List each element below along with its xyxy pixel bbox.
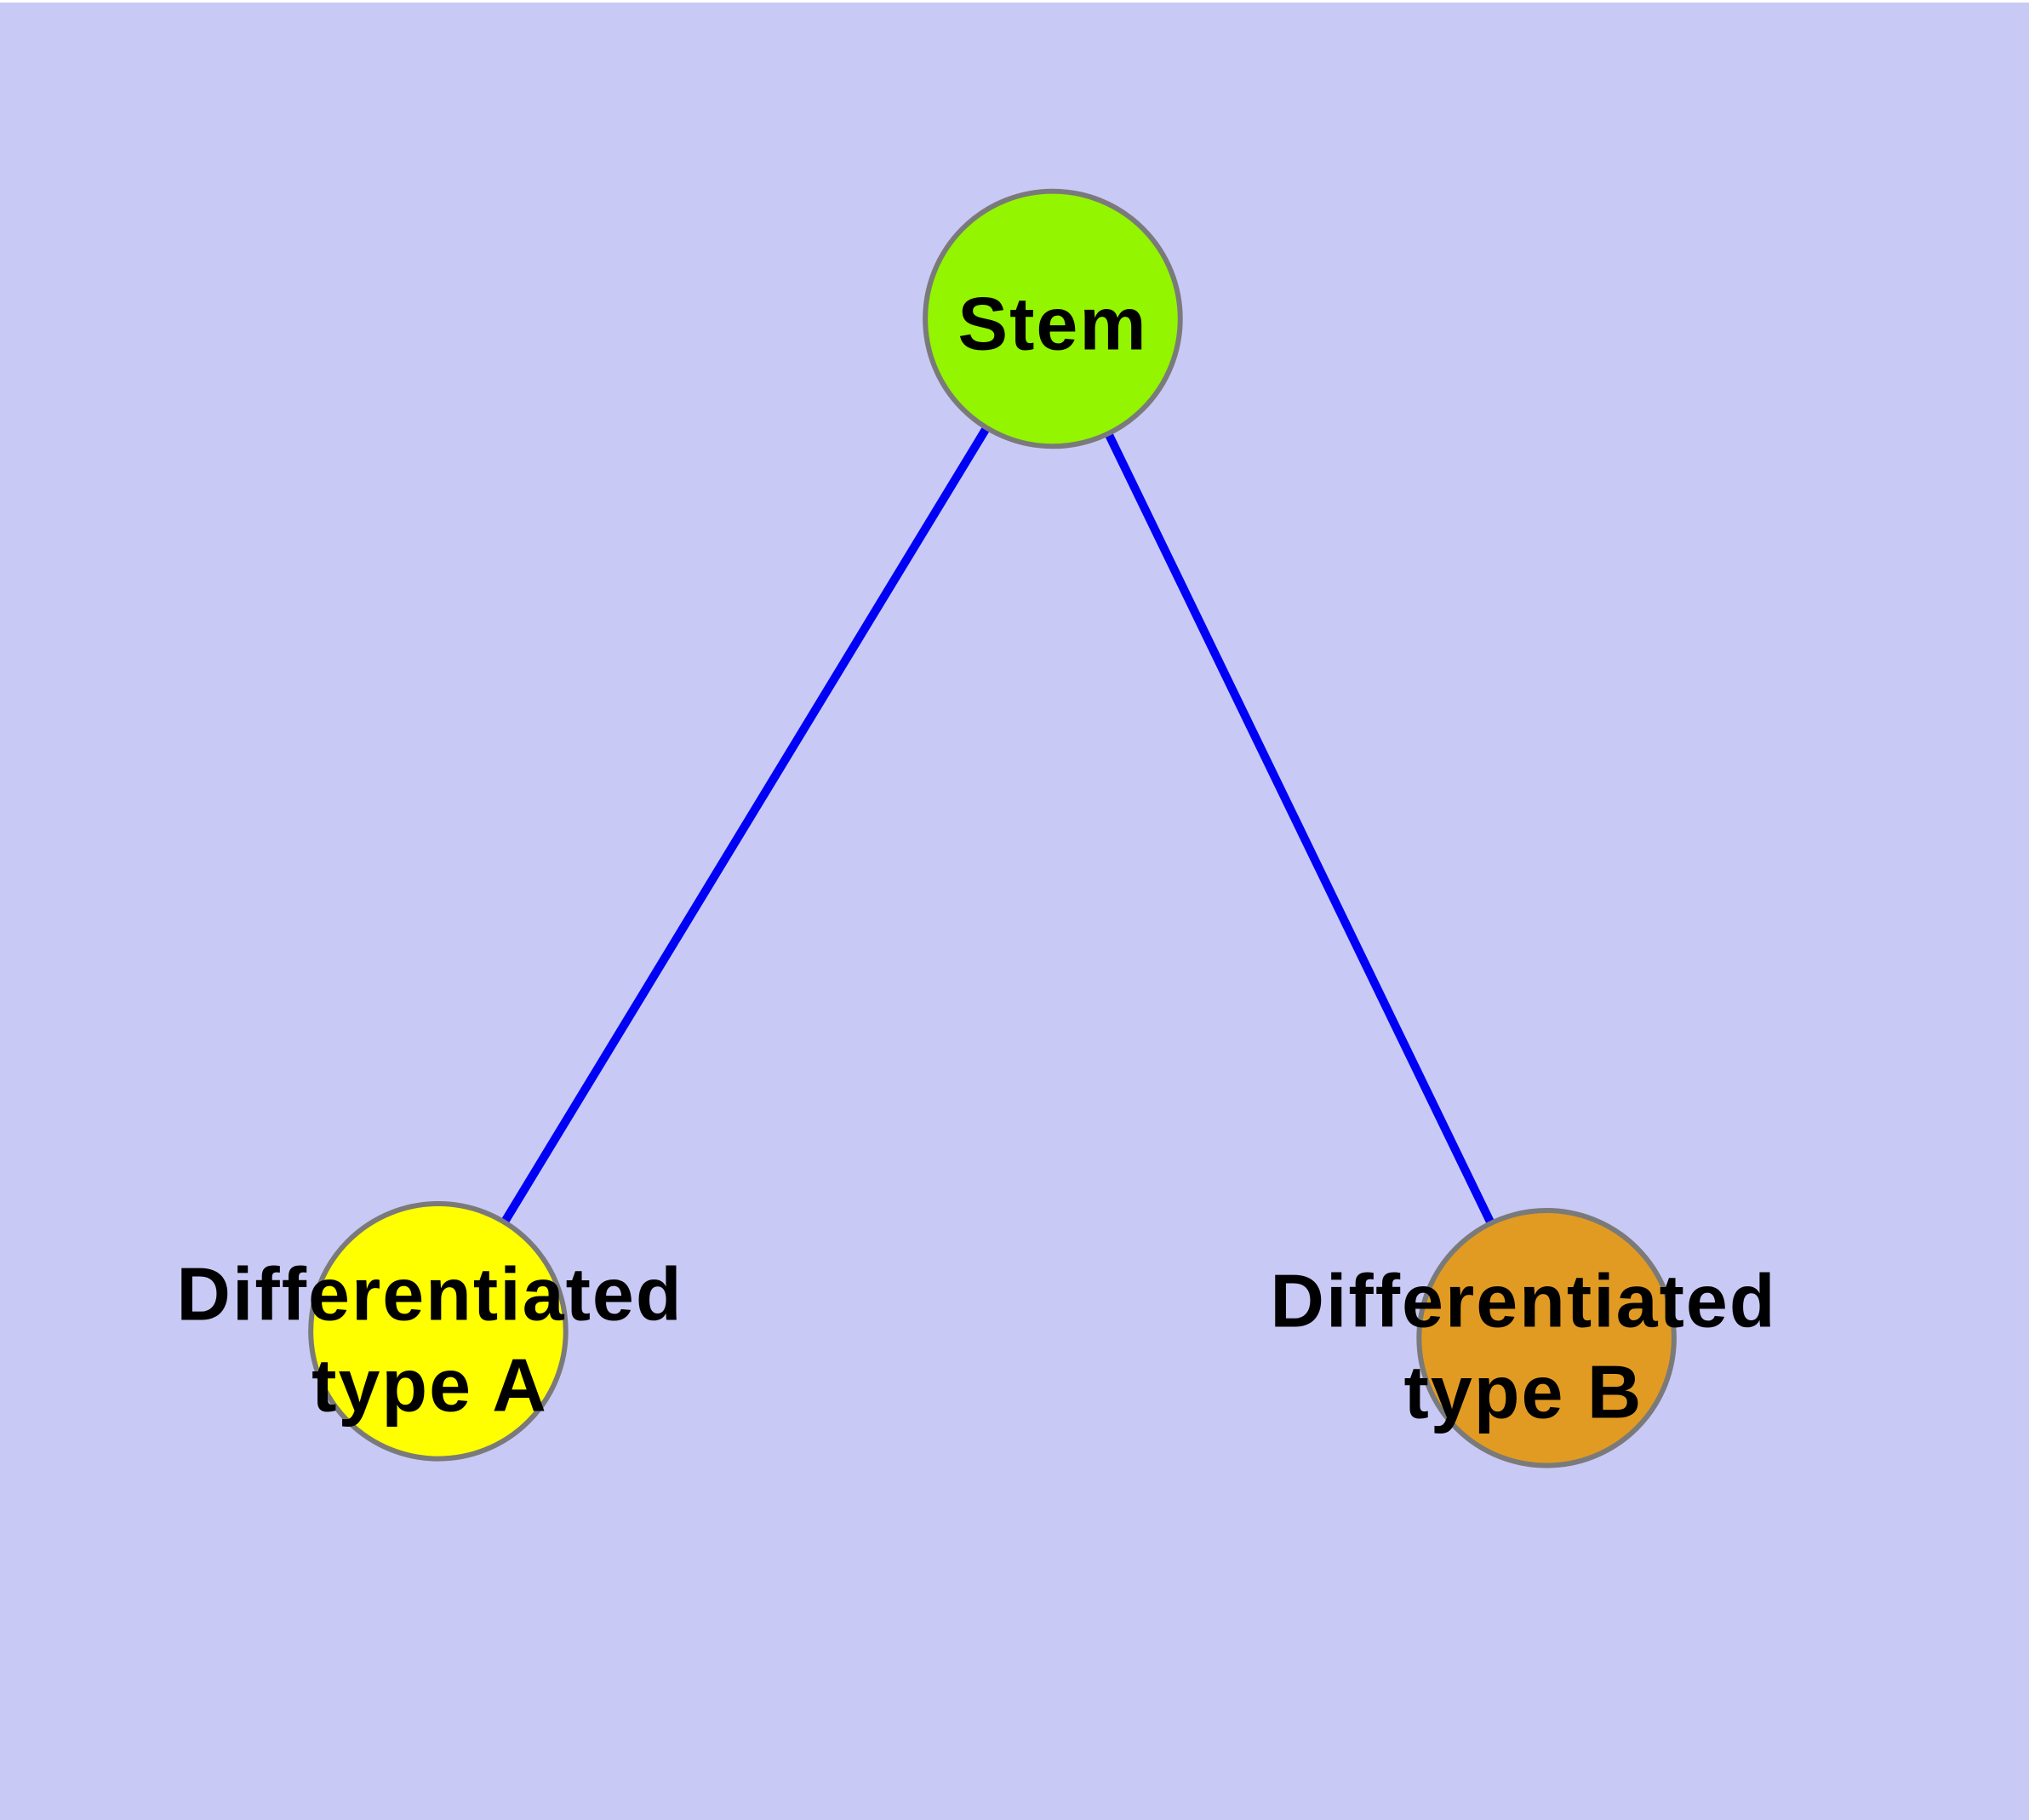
node-stem [923,188,1183,449]
edge-stem-to-type-a [434,316,1057,1334]
graph-svg [308,188,1677,1468]
node-type-a [308,1201,569,1462]
node-type-b [1416,1208,1677,1468]
edge-stem-to-type-b [1049,317,1551,1340]
